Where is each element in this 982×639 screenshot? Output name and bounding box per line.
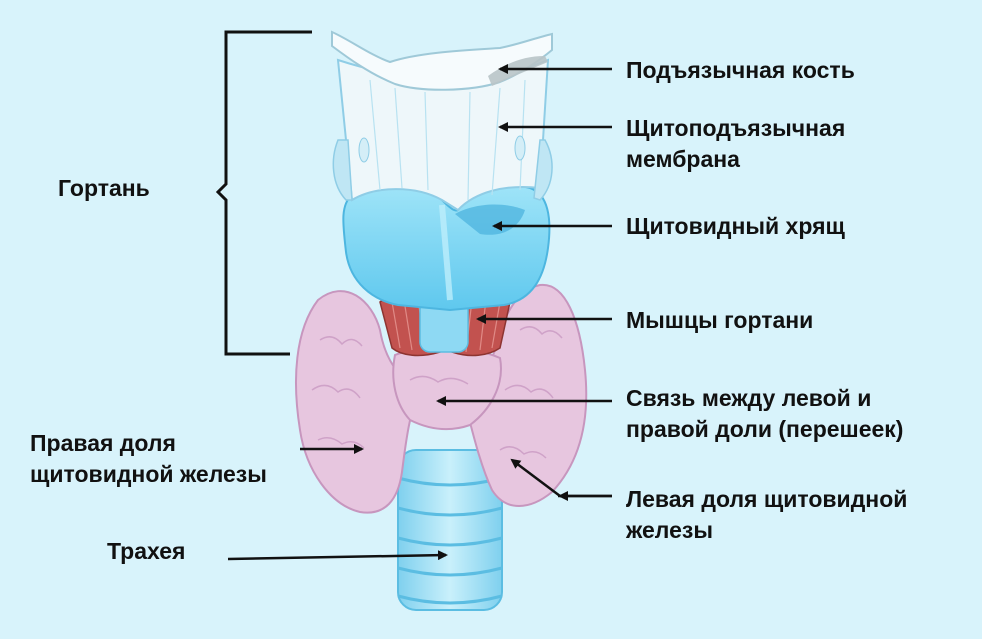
label-left-lobe-line2: железы [626,517,713,543]
thyroid-gland [295,283,588,514]
label-isthmus-line1: Связь между левой и [626,385,872,411]
label-thyrohyoid-membrane-line2: мембрана [626,146,740,172]
hyoid-bone [331,30,553,91]
label-larynx-muscles: Мышцы гортани [626,305,813,336]
right-lobe [295,290,422,514]
label-left-lobe-line1: Левая доля щитовидной [626,486,908,512]
label-isthmus-line2: правой доли (перешеек) [626,416,904,442]
thyroid-cartilage [342,184,551,312]
gland-texture [311,326,563,459]
label-thyrohyoid-membrane-line1: Щитоподъязычная [626,115,846,141]
label-hyoid-bone: Подъязычная кость [626,55,855,86]
label-larynx-text: Гортань [58,175,150,201]
leader-trachea [227,550,448,561]
leader-left-lobe-diag [510,458,561,497]
label-larynx: Гортань [58,173,150,204]
label-thyroid-cartilage-text: Щитовидный хрящ [626,213,845,239]
thyrohyoid-membrane [332,58,553,212]
label-left-lobe: Левая доля щитовидной железы [626,484,907,546]
label-trachea-text: Трахея [107,538,186,564]
larynx-bracket [215,30,312,356]
label-isthmus: Связь между левой и правой доли (перешее… [626,383,903,445]
label-trachea: Трахея [107,536,185,567]
label-right-lobe-line2: щитовидной железы [30,461,267,487]
label-larynx-muscles-text: Мышцы гортани [626,307,814,333]
label-right-lobe-line1: Правая доля [30,430,176,456]
label-hyoid-bone-text: Подъязычная кость [626,57,855,83]
label-thyrohyoid-membrane: Щитоподъязычная мембрана [626,113,845,175]
label-thyroid-cartilage: Щитовидный хрящ [626,211,845,242]
label-right-lobe: Правая доля щитовидной железы [30,428,267,490]
trachea [397,449,503,611]
